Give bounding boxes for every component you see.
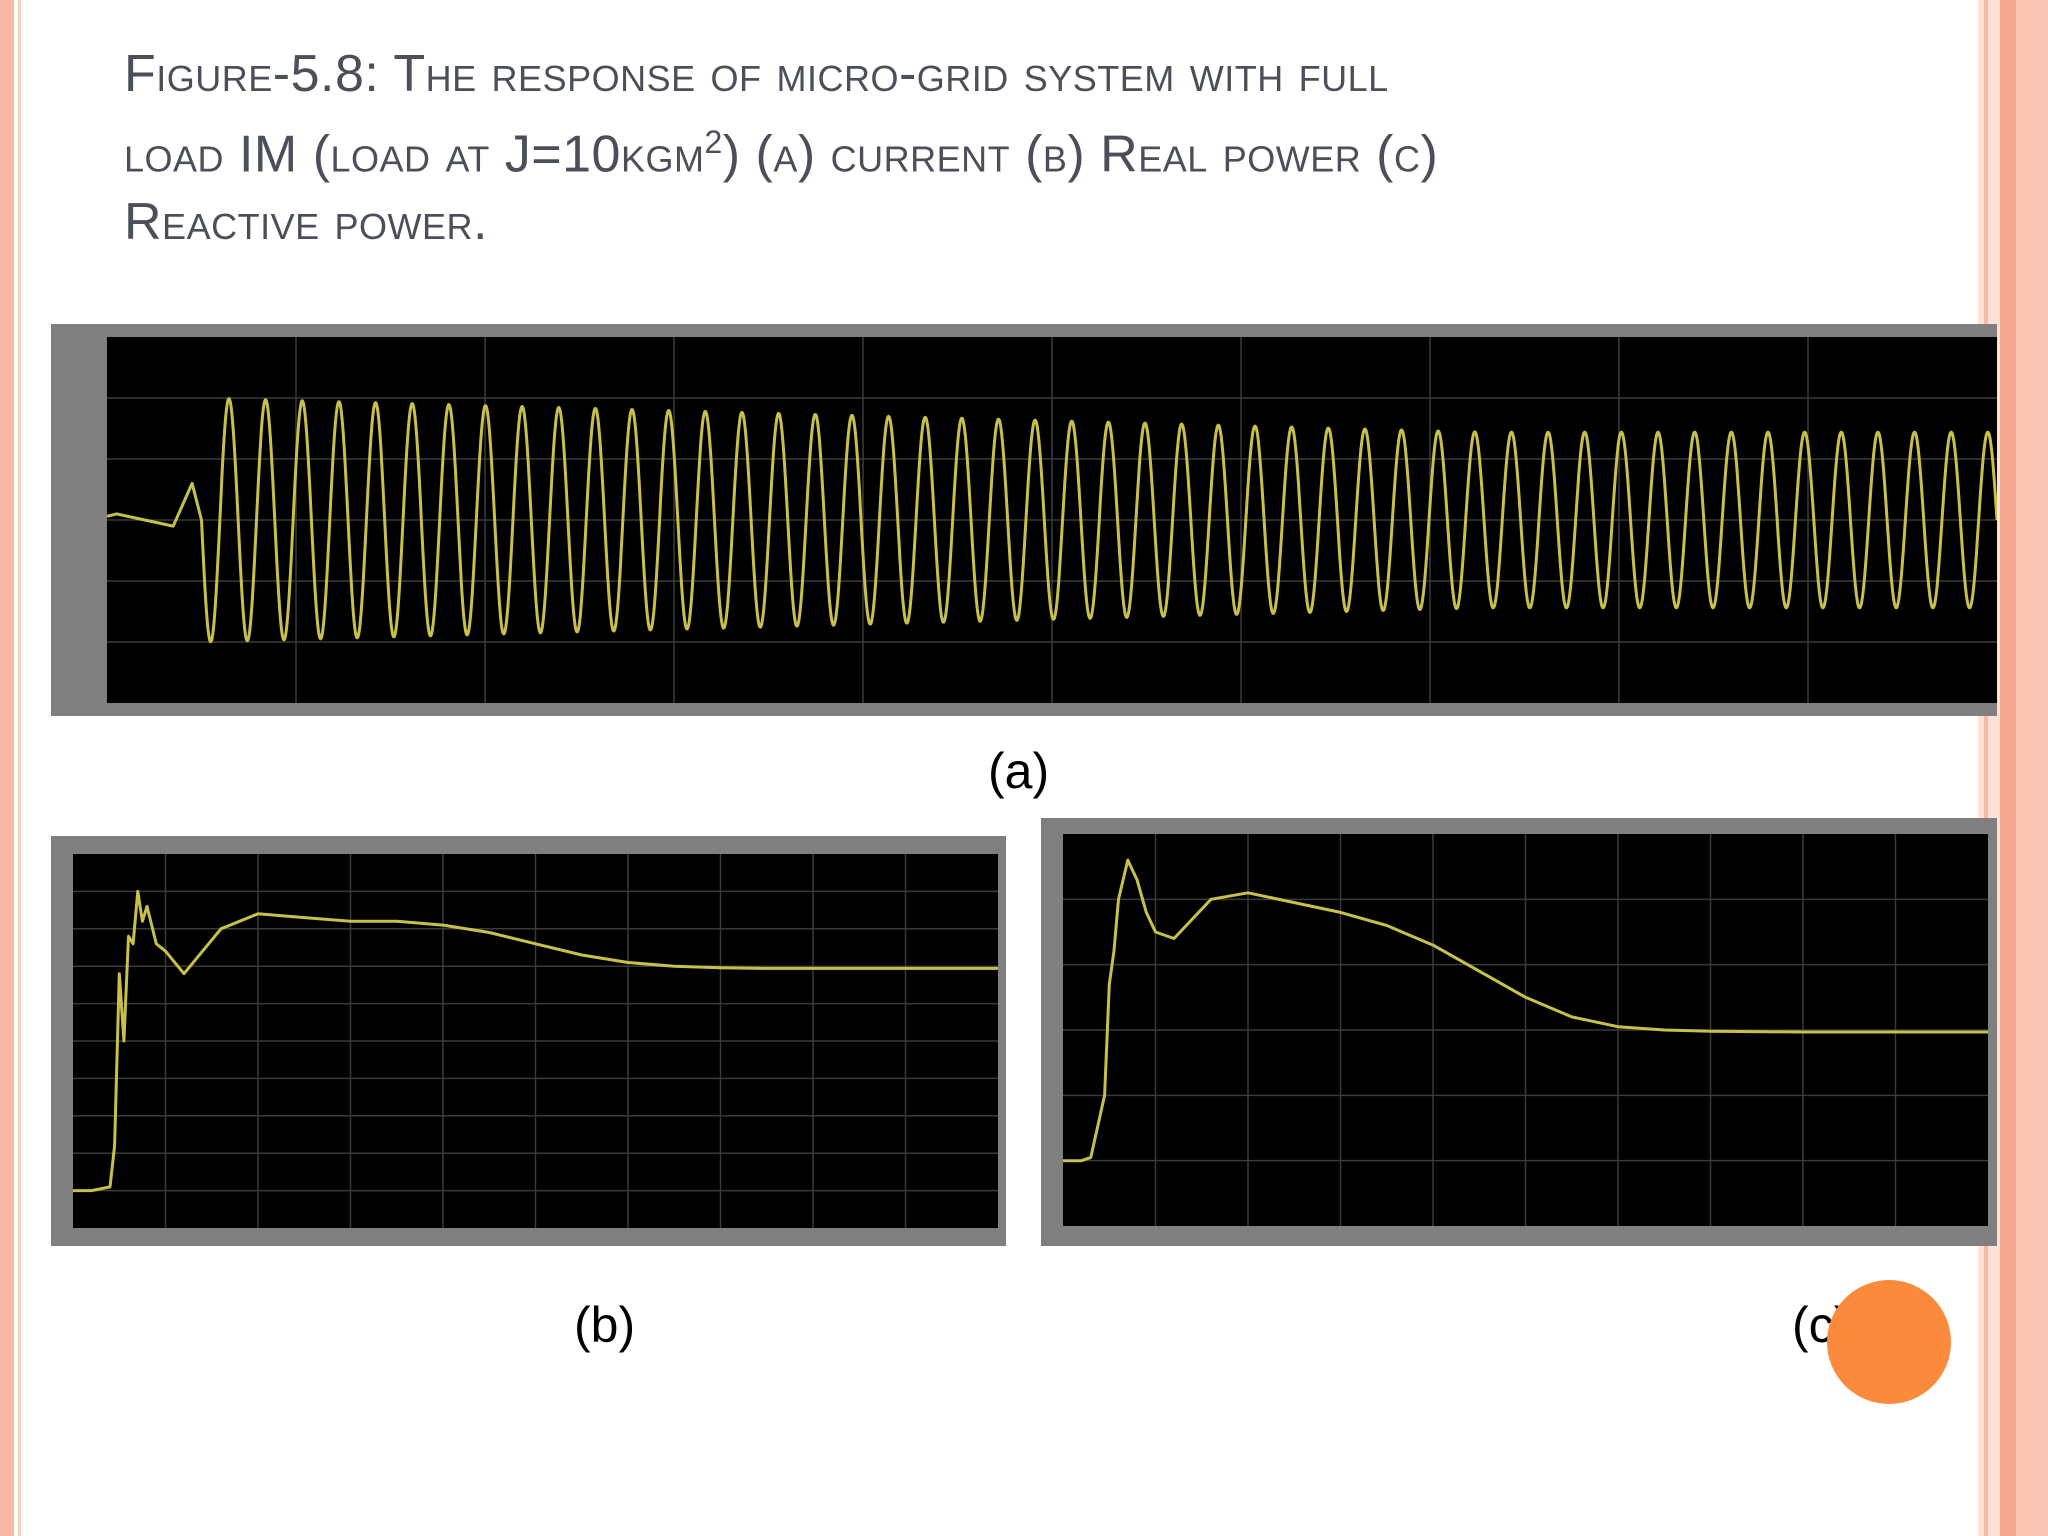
plot-b-chart [73,854,998,1228]
slide-title: Figure-5.8: The response of micro-grid s… [124,40,1704,256]
title-line-2: load IM (load at J=10kgm2) (a) current (… [124,108,1704,188]
series-line-c [1063,858,1988,1163]
slide-border-right [1978,0,2048,1536]
plot-a-frame [51,324,1997,716]
title-superscript: 2 [704,124,723,160]
plot-a-chart [106,337,1997,703]
title-line-1: Figure-5.8: The response of micro-grid s… [124,45,1389,103]
title-line-2b: ) (a) current (b) Real power (c) [722,125,1439,184]
plot-b-frame [51,836,1006,1246]
plot-c-chart [1063,834,1988,1226]
title-line-3: Reactive power. [124,193,488,252]
title-line-2a: load IM (load at J=10kgm [124,125,705,184]
slide-border-left [0,0,14,1536]
caption-b: (b) [574,1297,636,1353]
series-line-a [106,397,1997,644]
caption-a: (a) [988,743,1050,799]
series-line-b [73,889,998,1193]
slide-border-left-line [18,0,21,1536]
plot-c-frame [1041,818,1997,1246]
decorative-orange-circle [1827,1280,1951,1404]
